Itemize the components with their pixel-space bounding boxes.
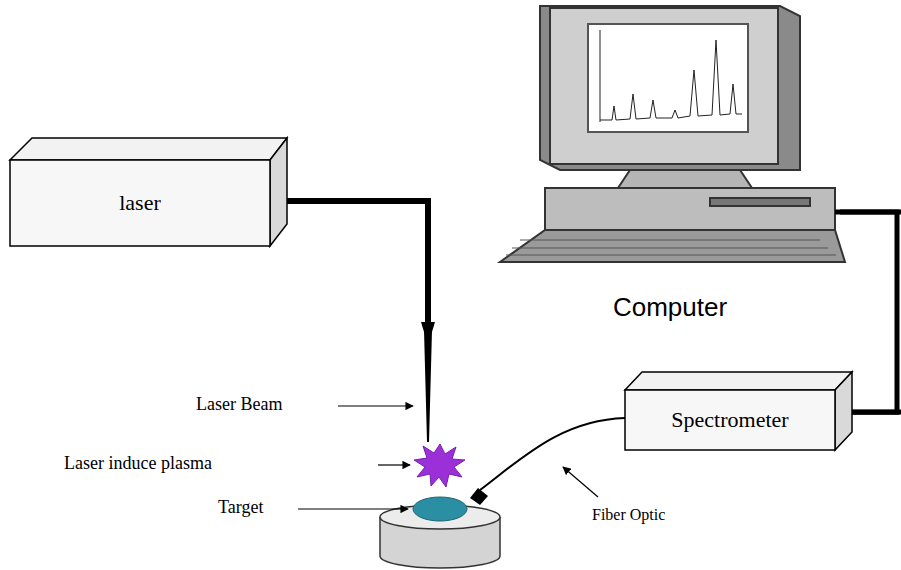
- node-label: Spectrometer: [671, 407, 788, 433]
- plasma-label: Laser induce plasma: [64, 453, 212, 474]
- computer-cable: [835, 210, 901, 215]
- laser-box: [10, 138, 287, 246]
- computer-illustration: [500, 6, 845, 262]
- laser-beam: [287, 201, 428, 330]
- beam-arrowhead: [421, 322, 435, 345]
- beam-label: Laser Beam: [196, 394, 282, 415]
- plasma: [414, 444, 465, 487]
- node-label: laser: [119, 190, 161, 216]
- fiber-tip: [470, 488, 488, 505]
- computer: Computer: [500, 0, 840, 325]
- leader: [378, 464, 410, 465]
- leader: [563, 467, 598, 497]
- node-label: Computer: [613, 292, 727, 323]
- beam-tip: [424, 330, 432, 442]
- spectrometer-cable: [852, 410, 901, 415]
- fiber-label: Fiber Optic: [592, 506, 665, 524]
- leader: [298, 508, 408, 509]
- target: [413, 497, 467, 521]
- leader: [338, 405, 413, 406]
- laser-box: laser: [10, 160, 270, 246]
- target-label: Target: [218, 497, 263, 518]
- spectrometer-box: [625, 372, 852, 450]
- fiber-optic: [480, 418, 625, 490]
- spectrometer-box: Spectrometer: [625, 390, 835, 450]
